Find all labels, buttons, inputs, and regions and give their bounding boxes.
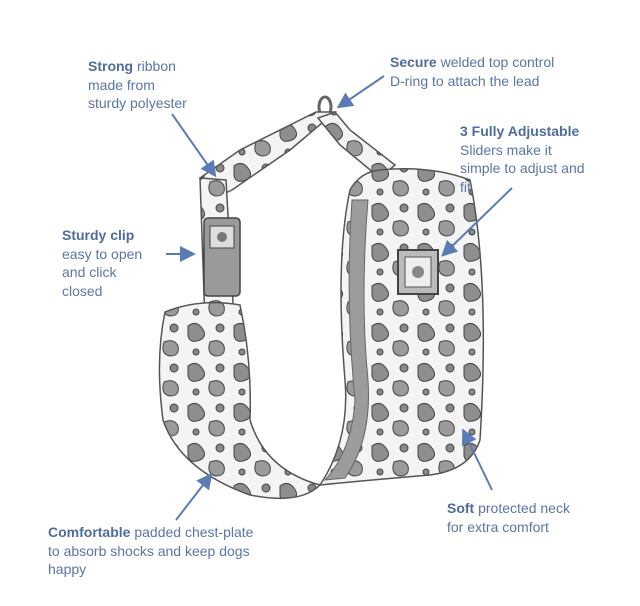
callout-soft: Soft protected neck for extra comfort (447, 500, 570, 535)
callout-comfortable-title: Comfortable (48, 524, 131, 540)
arrow-strong (171, 113, 217, 178)
callout-clip-title: Sturdy clip (62, 227, 135, 243)
callout-adjustable-title: 3 Fully Adjustable (460, 123, 580, 139)
callout-adjustable: 3 Fully Adjustable Sliders make it simpl… (460, 123, 585, 195)
callout-comfortable: Comfortable padded chest-plate to absorb… (48, 524, 254, 577)
callout-arrows (166, 75, 513, 521)
chest-plate (158, 301, 322, 500)
slider-buckle (397, 249, 439, 295)
callout-strong-title: Strong (88, 58, 134, 74)
callout-clip: Sturdy clip easy to open and click close… (62, 227, 143, 299)
arrow-soft (462, 428, 493, 491)
neck-panel (318, 168, 485, 486)
callout-secure: Secure welded top control D-ring to atta… (390, 54, 555, 89)
arrow-adjustable (441, 187, 513, 257)
inner-padding (323, 199, 369, 481)
arrow-comfortable (175, 472, 213, 521)
callout-strong: Strong ribbon made from sturdy polyester (88, 58, 187, 111)
clip (203, 217, 241, 297)
callout-soft-title: Soft (447, 500, 475, 516)
right-top-strap (316, 111, 397, 179)
arrow-secure (336, 75, 385, 109)
callout-secure-title: Secure (390, 54, 437, 70)
